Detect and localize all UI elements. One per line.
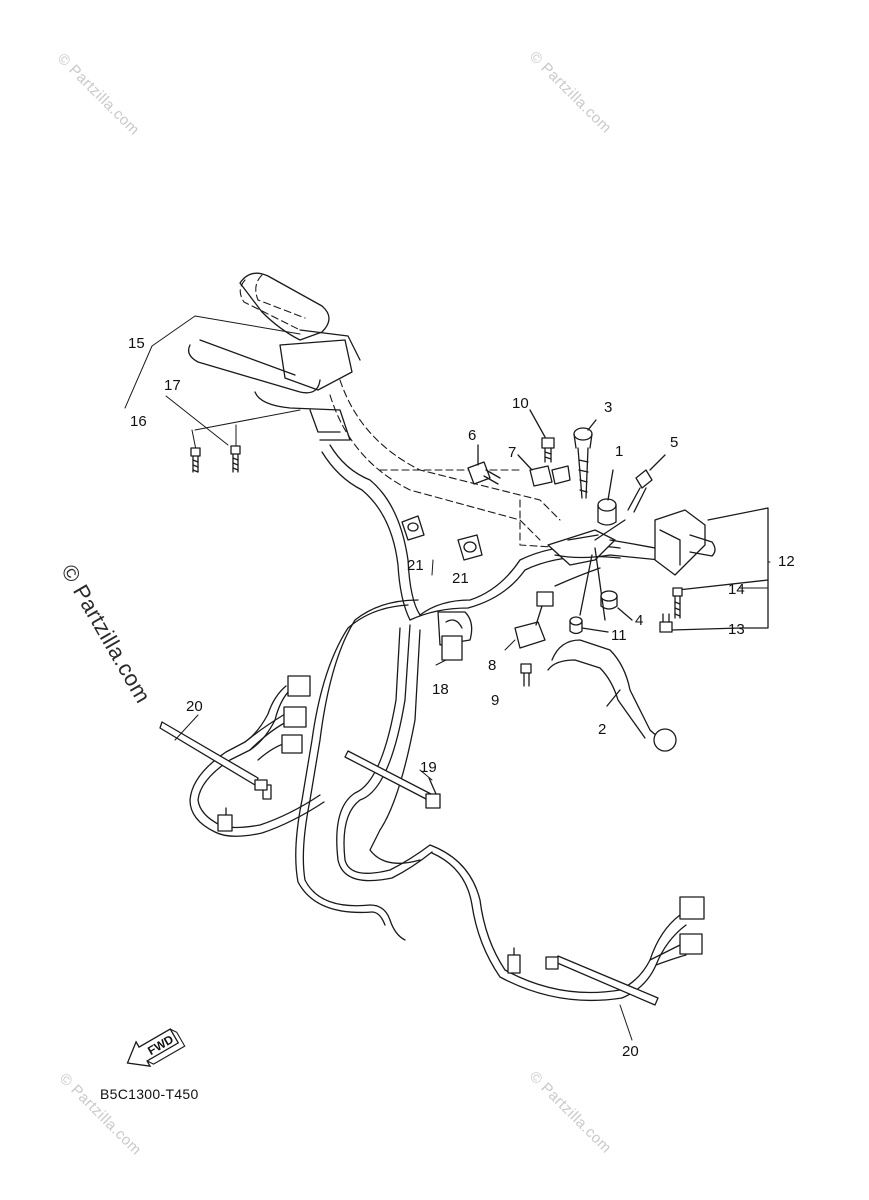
callout-leaders-left xyxy=(124,315,301,451)
callout-9: 9 xyxy=(491,692,499,709)
switch-8 xyxy=(514,567,601,649)
clamp-21-left xyxy=(401,515,425,541)
callout-labels: 1 2 3 4 5 6 7 8 9 10 11 12 13 14 15 16 1… xyxy=(128,335,795,1060)
callout-5: 5 xyxy=(670,434,678,451)
callout-15: 15 xyxy=(128,335,145,352)
wire-harness xyxy=(295,444,623,1002)
harness-branch-left xyxy=(189,675,325,837)
callout-16: 16 xyxy=(130,413,147,430)
harness-branch-right xyxy=(507,896,705,999)
screw-9 xyxy=(520,663,532,687)
callout-14: 14 xyxy=(728,581,745,598)
callout-4: 4 xyxy=(635,612,643,629)
clutch-lever-2 xyxy=(547,639,677,752)
diagram-code: B5C1300-T450 xyxy=(100,1086,199,1102)
screw-6 xyxy=(467,444,501,485)
bolt-3 xyxy=(573,419,597,499)
callout-leaders xyxy=(174,559,771,1041)
bolt-17 xyxy=(230,445,241,473)
bushing-11 xyxy=(569,616,609,635)
callout-13: 13 xyxy=(728,621,745,638)
fwd-arrow: FWD xyxy=(126,1028,186,1067)
clamp-21-right xyxy=(457,534,483,561)
cable-tie-20-left xyxy=(159,721,268,791)
left-grip-assembly xyxy=(187,272,361,441)
switch-12 xyxy=(654,507,769,631)
callout-6: 6 xyxy=(468,427,476,444)
callout-20-right: 20 xyxy=(622,1043,639,1060)
bolt-5 xyxy=(627,454,666,513)
bolt-16 xyxy=(190,447,201,473)
callout-21-left: 21 xyxy=(407,557,424,574)
callout-1: 1 xyxy=(615,443,623,460)
callout-2: 2 xyxy=(598,721,606,738)
plate-7 xyxy=(517,454,571,487)
callout-11: 11 xyxy=(611,627,627,644)
callout-21-right: 21 xyxy=(452,570,469,587)
callout-19: 19 xyxy=(420,759,437,776)
callout-17: 17 xyxy=(164,377,181,394)
clamp-18 xyxy=(437,611,473,661)
collar-1 xyxy=(597,469,617,526)
callout-20-left: 20 xyxy=(186,698,203,715)
callout-3: 3 xyxy=(604,399,612,416)
handlebar-outline xyxy=(239,274,601,551)
callout-8: 8 xyxy=(488,657,496,674)
lever-bracket xyxy=(547,519,661,621)
callout-7: 7 xyxy=(508,444,516,461)
screw-13 xyxy=(659,613,673,633)
callout-18: 18 xyxy=(432,681,449,698)
cable-tie-20-right xyxy=(545,955,659,1006)
cable-tie-19 xyxy=(344,750,441,809)
screw-14 xyxy=(672,587,683,619)
nut-4 xyxy=(600,590,633,621)
bolt-10 xyxy=(529,409,555,463)
callout-12: 12 xyxy=(778,553,795,570)
callout-10: 10 xyxy=(512,395,529,412)
